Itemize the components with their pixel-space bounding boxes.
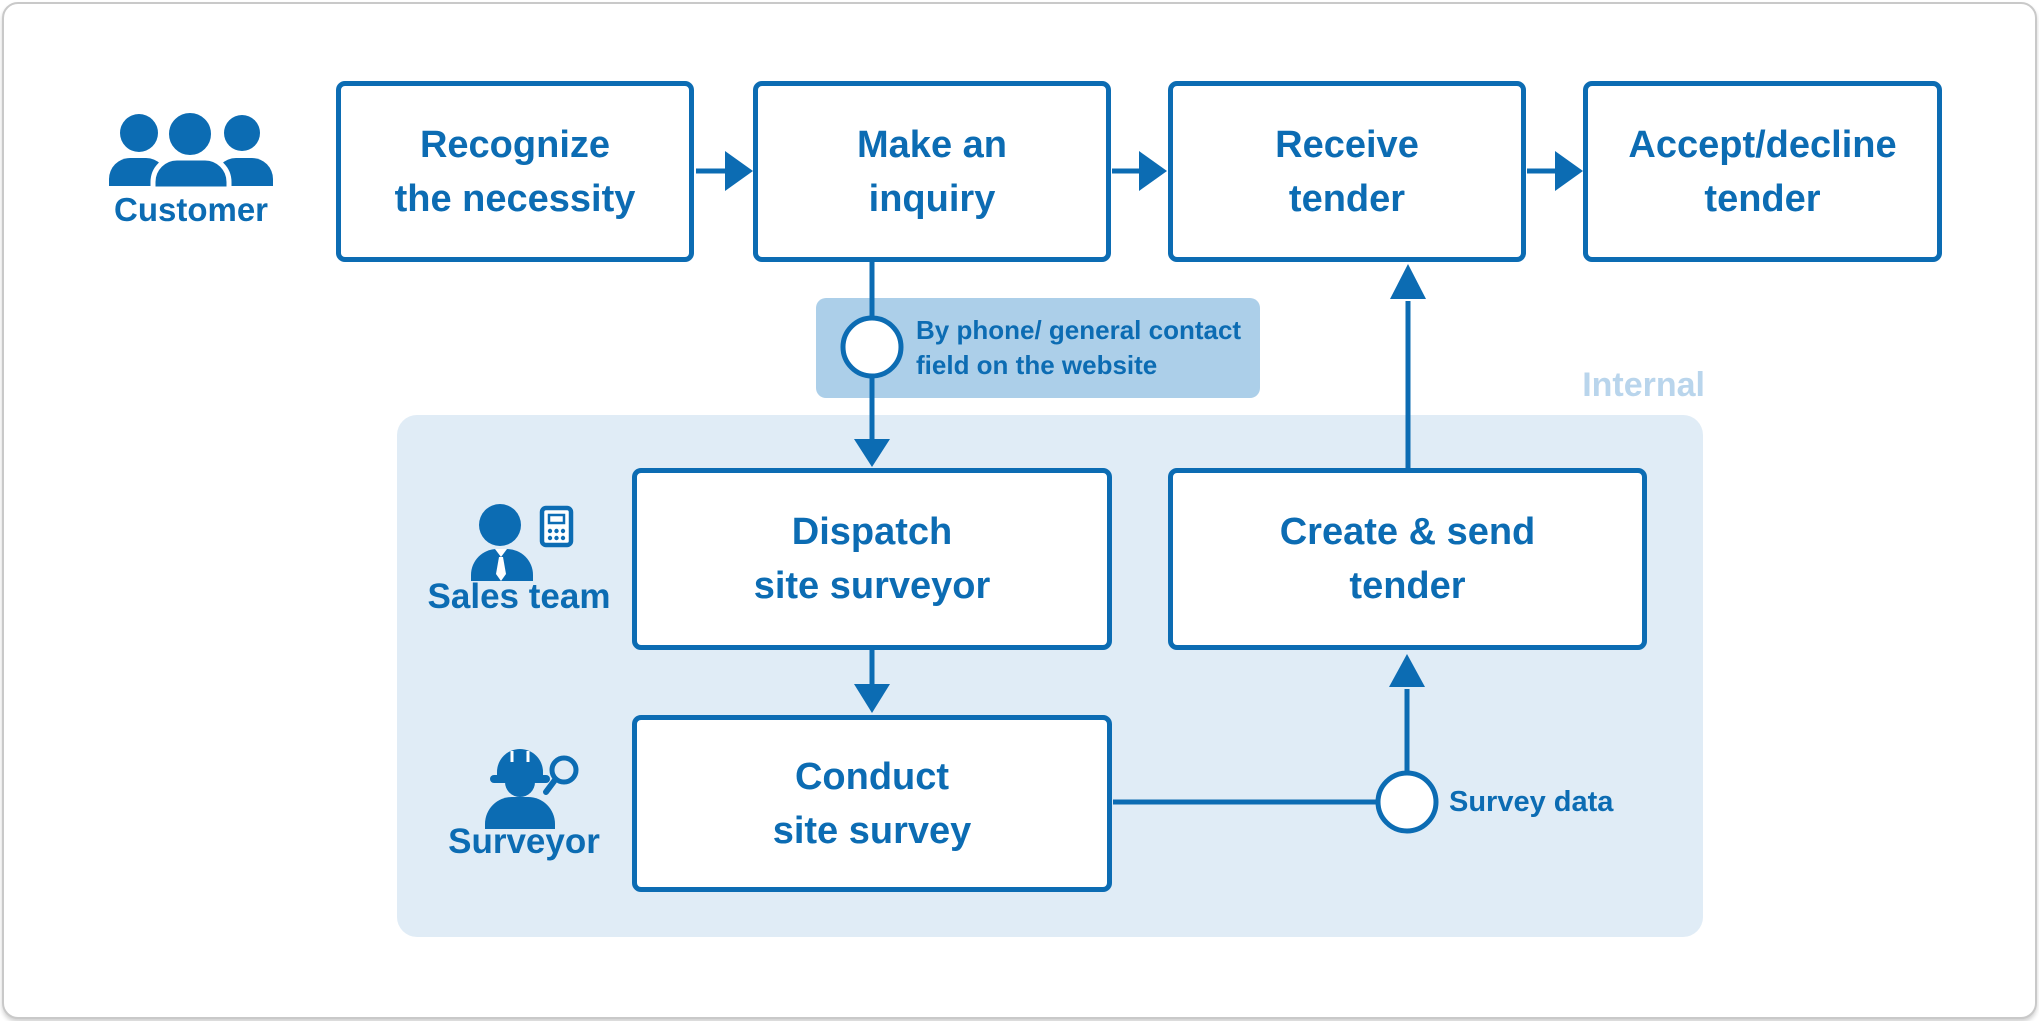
- flow-box-accept-decline-tender: Accept/decline tender: [1583, 81, 1942, 262]
- hardhat-ridges: [510, 751, 530, 762]
- calculator-key: [560, 535, 566, 541]
- magnifier-glass: [549, 755, 579, 785]
- person-head-center: [165, 109, 215, 159]
- magnifier-handle: [543, 777, 558, 795]
- flow-box-create-send-tender: Create & send tender: [1168, 468, 1647, 650]
- inquiry-channel-note-text: By phone/ general contact field on the w…: [916, 315, 1242, 380]
- surveydata-connector-node-circle: [1375, 770, 1439, 834]
- surveyor-role-label: Surveyor: [448, 822, 600, 861]
- people-group-icon: [109, 109, 273, 190]
- sales-team-role-label: Sales team: [427, 577, 611, 616]
- flow-box-label: Create & send tender: [1279, 511, 1536, 607]
- calculator-key: [554, 535, 559, 541]
- flow-box-dispatch-site-surveyor: Dispatch site surveyor: [632, 468, 1112, 650]
- customer-lane-label: Customer: [113, 191, 269, 228]
- flow-box-label: Dispatch site surveyor: [753, 511, 991, 607]
- calculator-key: [554, 528, 559, 534]
- calculator-key: [547, 528, 553, 534]
- flow-box-label: Accept/decline tender: [1628, 123, 1897, 220]
- salesperson-calculator-icon: [471, 504, 574, 581]
- tie-knot: [495, 549, 507, 557]
- flow-box-receive-tender: Receive tender: [1168, 81, 1526, 262]
- tie-strip: [496, 557, 506, 581]
- flow-box-label: Receive tender: [1275, 123, 1419, 220]
- arrow-receive-to-accept-head: [1555, 151, 1583, 191]
- flow-box-conduct-site-survey: Conduct site survey: [632, 715, 1112, 892]
- survey-data-label: Survey data: [1449, 786, 1614, 818]
- person-head-left: [120, 114, 158, 152]
- person-body-center: [150, 155, 232, 190]
- hardhat-dome: [497, 749, 543, 776]
- calculator-key: [547, 535, 553, 541]
- surveyor-body: [485, 797, 555, 829]
- arrow-create-to-receive-head: [1390, 264, 1426, 299]
- flow-box-label: Recognize the necessity: [394, 123, 636, 220]
- flow-box-recognize-necessity: Recognize the necessity: [336, 81, 694, 262]
- flow-box-label: Make an inquiry: [857, 123, 1007, 220]
- internal-region-label: Internal: [1582, 366, 1705, 404]
- arrow-inquiry-to-dispatch-head: [854, 439, 890, 467]
- inquiry-channel-note: By phone/ general contact field on the w…: [816, 298, 1260, 398]
- flow-box-label: Conduct site survey: [772, 755, 972, 852]
- arrow-surveydata-to-create-head: [1389, 654, 1425, 687]
- flow-box-make-inquiry: Make an inquiry: [753, 81, 1111, 262]
- arrow-recognize-to-inquiry-head: [725, 151, 753, 191]
- surveyor-face: [505, 782, 535, 797]
- arrow-inquiry-to-receive-head: [1139, 151, 1167, 191]
- note-connector-node-circle: [840, 315, 904, 379]
- hardhat-brim: [490, 775, 550, 783]
- salesperson-head: [479, 504, 521, 546]
- calculator-screen: [547, 513, 566, 525]
- arrow-dispatch-to-conduct-head: [854, 684, 890, 713]
- surveyor-hardhat-magnifier-icon: [485, 749, 579, 829]
- person-head-right: [224, 115, 260, 151]
- calculator-key: [560, 528, 566, 534]
